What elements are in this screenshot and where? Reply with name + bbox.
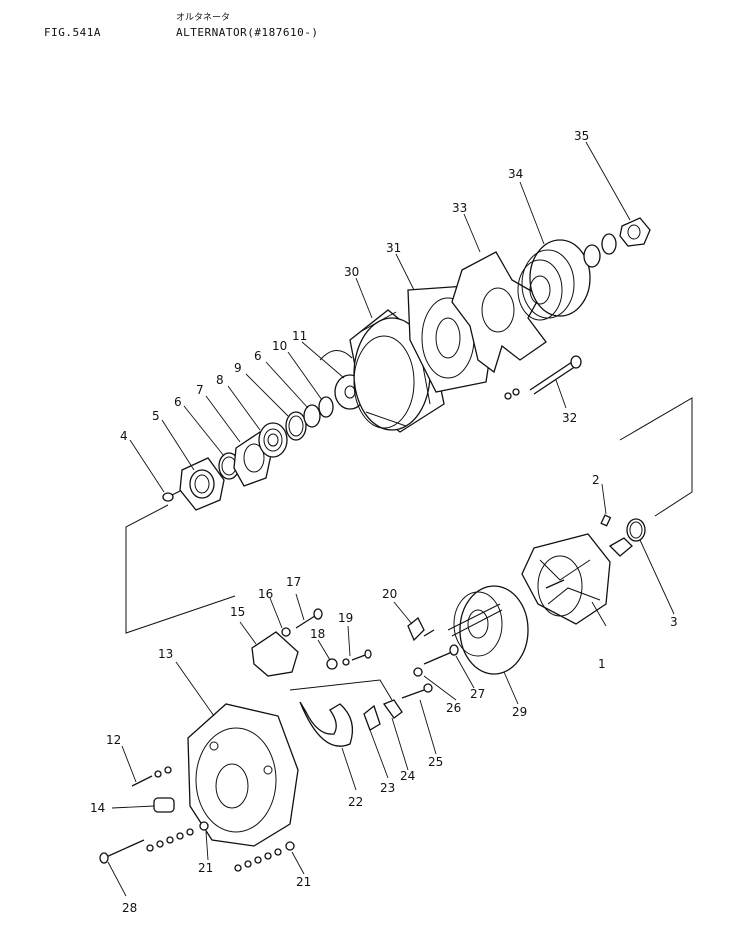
washer-16 xyxy=(281,627,291,637)
clip-20 xyxy=(407,616,435,642)
washer-26 xyxy=(413,667,423,677)
callout-5: 5 xyxy=(152,409,160,423)
callout-10: 10 xyxy=(272,339,287,353)
callout-14: 14 xyxy=(90,801,105,815)
callout-30: 30 xyxy=(344,265,359,279)
bearing-cover-5 xyxy=(179,457,225,511)
callout-1: 1 xyxy=(598,657,606,671)
bolt-28 xyxy=(99,839,145,864)
slip-ring-29 xyxy=(447,585,529,675)
callout-22: 22 xyxy=(348,795,363,809)
callout-24: 24 xyxy=(400,769,415,783)
callout-21-left: 21 xyxy=(198,861,213,875)
callout-2: 2 xyxy=(592,473,600,487)
title-japanese: オルタネータ xyxy=(176,13,231,23)
callout-20: 20 xyxy=(382,587,397,601)
callout-19: 19 xyxy=(338,611,353,625)
terminal-24 xyxy=(382,699,403,719)
leader-lines xyxy=(107,141,675,897)
callout-26: 26 xyxy=(446,701,461,715)
callout-29: 29 xyxy=(512,705,527,719)
washers-21-left xyxy=(146,821,209,852)
callout-16: 16 xyxy=(258,587,273,601)
figure-number: FIG.541A xyxy=(44,26,101,39)
ring-3 xyxy=(626,518,646,542)
callout-6-upper: 6 xyxy=(254,349,262,363)
regulator-15 xyxy=(251,631,299,677)
pulley-34 xyxy=(517,239,591,321)
rear-housing-13 xyxy=(187,703,299,847)
shaft-end xyxy=(608,537,633,557)
ring-9 xyxy=(285,411,307,441)
callout-17: 17 xyxy=(286,575,301,589)
callout-11: 11 xyxy=(292,329,307,343)
through-bolt-32 xyxy=(504,355,582,400)
washers-21-right xyxy=(234,841,295,872)
key-2 xyxy=(600,514,612,527)
callout-21-right: 21 xyxy=(296,875,311,889)
callout-labels: 1 2 3 4 5 6 6 7 8 9 10 11 12 13 14 15 16… xyxy=(90,129,678,915)
boundary-lines xyxy=(125,397,693,634)
callout-35: 35 xyxy=(574,129,589,143)
callout-7: 7 xyxy=(196,383,204,397)
bolt-27 xyxy=(423,644,459,665)
spacers xyxy=(583,233,617,268)
callout-3: 3 xyxy=(670,615,678,629)
washer-18 xyxy=(326,658,338,670)
callout-31: 31 xyxy=(386,241,401,255)
callout-9: 9 xyxy=(234,361,242,375)
bushing-14 xyxy=(153,797,175,813)
bolt-4 xyxy=(162,489,183,502)
screw-25 xyxy=(401,683,433,699)
callout-4: 4 xyxy=(120,429,128,443)
callout-28: 28 xyxy=(122,901,137,915)
bolt-12 xyxy=(131,766,172,787)
callout-32: 32 xyxy=(562,411,577,425)
callout-13: 13 xyxy=(158,647,173,661)
ring-6-upper xyxy=(303,404,321,428)
bolt-19 xyxy=(342,649,372,666)
callout-34: 34 xyxy=(508,167,523,181)
callout-15: 15 xyxy=(230,605,245,619)
bearing-8 xyxy=(258,422,288,458)
terminal-23 xyxy=(363,704,381,731)
callout-23: 23 xyxy=(380,781,395,795)
callout-27: 27 xyxy=(470,687,485,701)
ring-10 xyxy=(318,396,334,418)
rotor-1 xyxy=(521,533,611,625)
nut-35 xyxy=(619,217,651,247)
callout-25: 25 xyxy=(428,755,443,769)
fan-33 xyxy=(451,251,547,374)
bolt-17 xyxy=(295,608,323,629)
callout-18: 18 xyxy=(310,627,325,641)
brush-holder-22 xyxy=(289,679,393,747)
diagram-title: ALTERNATOR(#187610-) xyxy=(176,26,319,39)
callout-33: 33 xyxy=(452,201,467,215)
callout-8: 8 xyxy=(216,373,224,387)
callout-12: 12 xyxy=(106,733,121,747)
callout-6-lower: 6 xyxy=(174,395,182,409)
